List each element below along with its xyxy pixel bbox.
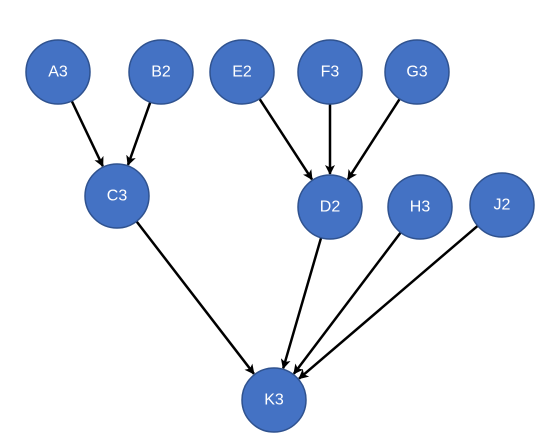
node-label: H3: [410, 199, 431, 216]
node-circle: [25, 39, 91, 105]
node-k3[interactable]: K3: [241, 367, 307, 433]
edge-b2-to-c3: [126, 101, 152, 166]
node-circle: [384, 39, 450, 105]
node-f3[interactable]: F3: [297, 39, 363, 105]
node-label: B2: [151, 64, 171, 81]
node-label: F3: [321, 64, 340, 81]
edge-g3-to-d2: [346, 98, 401, 181]
node-h3[interactable]: H3: [387, 174, 453, 240]
edge-h3-to-k3: [292, 231, 402, 375]
edge-j2-to-k3: [298, 224, 479, 380]
node-label: G3: [406, 64, 427, 81]
edge-e2-to-d2: [258, 98, 314, 181]
edge-a3-to-c3: [70, 100, 104, 168]
node-c3[interactable]: C3: [84, 163, 150, 229]
node-circle: [128, 39, 194, 105]
node-label: A3: [48, 64, 68, 81]
edge-c3-to-k3: [135, 220, 255, 375]
node-g3[interactable]: G3: [384, 39, 450, 105]
node-j2[interactable]: J2: [469, 172, 535, 238]
node-a3[interactable]: A3: [25, 39, 91, 105]
node-circle: [297, 39, 363, 105]
node-label: E2: [232, 64, 252, 81]
node-circle: [209, 39, 275, 105]
node-circle: [387, 174, 453, 240]
node-circle: [84, 163, 150, 229]
node-d2[interactable]: D2: [297, 174, 363, 240]
node-label: D2: [320, 199, 341, 216]
node-label: J2: [494, 197, 511, 214]
node-label: C3: [107, 188, 128, 205]
edge-d2-to-k3: [280, 237, 323, 370]
node-label: K3: [264, 392, 284, 409]
node-b2[interactable]: B2: [128, 39, 194, 105]
edges-layer: [70, 98, 479, 380]
node-circle: [241, 367, 307, 433]
node-e2[interactable]: E2: [209, 39, 275, 105]
node-circle: [297, 174, 363, 240]
node-circle: [469, 172, 535, 238]
